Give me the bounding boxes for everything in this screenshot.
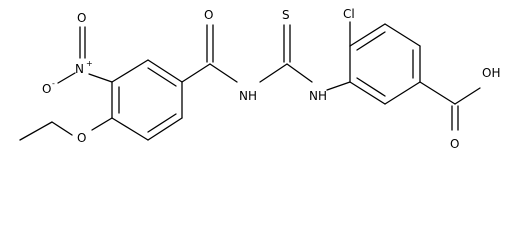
bond — [326, 81, 351, 91]
bond — [19, 121, 53, 141]
atom-label-s: S — [282, 8, 290, 22]
bond — [91, 117, 113, 131]
atom-label-cl: Cl — [343, 7, 355, 21]
bond — [181, 63, 211, 83]
chemical-structure: O N + O - O O NH S NH Cl OH O — [19, 7, 500, 151]
atom-label-nh-amide: NH — [239, 89, 257, 103]
atom-label-o-ether: O — [77, 131, 86, 145]
ethoxy-group — [19, 117, 113, 141]
nitro-group — [57, 26, 113, 84]
carboxylic-acid-group — [419, 81, 481, 131]
bond — [349, 23, 386, 47]
bond — [51, 121, 73, 136]
atom-label-n-nitro: N — [75, 62, 84, 76]
charge-minus: - — [52, 79, 55, 88]
bond — [384, 81, 421, 105]
ring-b-bonds — [349, 23, 421, 105]
bond — [286, 63, 313, 83]
bond — [384, 23, 421, 47]
bond — [349, 81, 386, 105]
charge-plus: + — [86, 59, 93, 68]
bond — [454, 87, 481, 105]
bond — [147, 117, 183, 141]
bond-double-inner — [147, 113, 177, 133]
atom-label-o-acid: O — [450, 137, 459, 151]
bond-double-inner — [356, 77, 386, 97]
bond — [111, 59, 149, 83]
bond — [259, 63, 288, 83]
bond — [209, 63, 238, 83]
bond-double-inner — [356, 31, 386, 51]
bond — [147, 59, 183, 83]
ring-a-bonds — [111, 59, 183, 141]
atom-label-oh: OH — [482, 66, 500, 80]
atom-label-o-nitro-minus: O — [42, 82, 51, 96]
atom-label-o-nitro-top: O — [77, 11, 86, 25]
bond-double-inner — [147, 67, 177, 87]
bond — [57, 72, 76, 84]
amide-linker — [181, 24, 288, 83]
atom-label-o-amide: O — [204, 8, 213, 22]
atom-label-nh-thiourea: NH — [309, 89, 327, 103]
thiourea-group — [283, 24, 351, 91]
bond — [419, 81, 456, 105]
bond — [111, 117, 149, 141]
bond — [88, 73, 113, 83]
